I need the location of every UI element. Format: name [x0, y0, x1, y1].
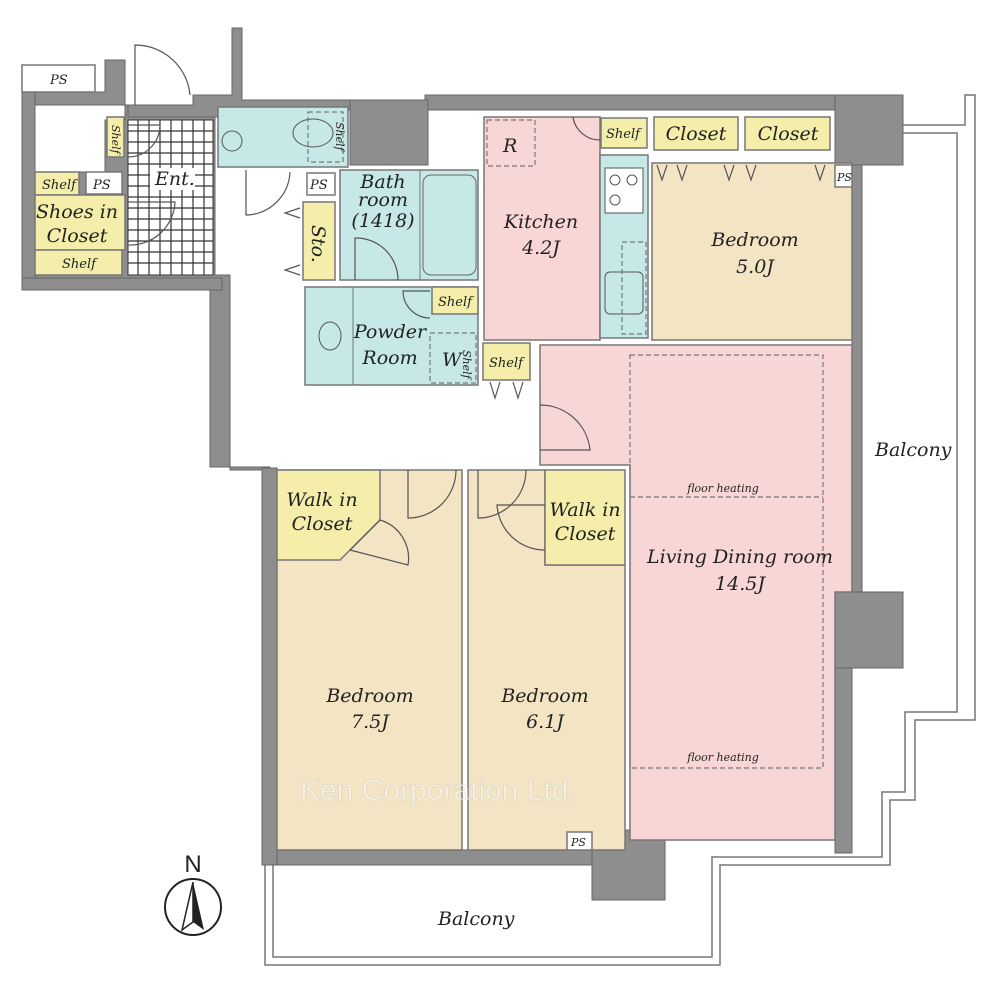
- toilet-sink-icon: [221, 130, 243, 152]
- shelf-hall-doors[interactable]: [489, 381, 524, 401]
- entrance-tiles: [127, 119, 214, 276]
- shelf-washer-label: Shelf: [460, 350, 473, 381]
- shoes-closet-label: Shoes in: [36, 201, 118, 223]
- bathtub-icon: [422, 174, 477, 276]
- shelf-hall: [482, 342, 531, 381]
- floor-heating-label-1: floor heating: [686, 482, 759, 495]
- bedroom-s-door[interactable]: [477, 469, 527, 519]
- shelf-shoes-bottom: [34, 249, 123, 276]
- washer-label: W: [442, 349, 463, 371]
- shelf-hall-label: Shelf: [489, 356, 525, 371]
- floor-heating-area: [629, 354, 824, 769]
- bedroom-ne-area: 5.0J: [736, 256, 775, 278]
- powder-shelf-door[interactable]: [402, 290, 431, 319]
- ps-top-label: PS: [49, 73, 68, 88]
- watermark: Ken Corporation Ltd.: [300, 774, 577, 807]
- bedroom-s-label: Bedroom: [500, 685, 588, 707]
- walkin-left-label: Walk in: [286, 489, 357, 511]
- powder-sink-icon: [318, 321, 342, 351]
- closet-2[interactable]: [744, 116, 831, 151]
- front-door[interactable]: [134, 44, 191, 105]
- toilet-room: [217, 106, 349, 168]
- bedroom-sw-label: Bedroom: [325, 685, 413, 707]
- bath-label-2: room: [358, 189, 408, 211]
- shelf-shoes-top-label: Shelf: [42, 178, 78, 193]
- kitchen: [483, 116, 601, 341]
- closet-2-label: Closet: [758, 123, 819, 145]
- ps-bottom: [566, 831, 593, 851]
- shelf-entry-small: [106, 116, 125, 158]
- closet-1[interactable]: [653, 116, 739, 151]
- powder-label: Powder: [353, 321, 428, 343]
- closet-doors[interactable]: [656, 164, 826, 182]
- shelf-entry-small-label: Shelf: [109, 125, 122, 156]
- shoes-closet-label-2: Closet: [47, 225, 108, 247]
- ps-bath: [306, 172, 336, 196]
- bedroom-sw-area: 7.5J: [351, 711, 390, 733]
- bath-label: Bath: [359, 171, 405, 193]
- powder-label-2: Room: [361, 347, 417, 369]
- shelf-kitchen: [600, 117, 648, 149]
- bath-label-3: (1418): [351, 210, 414, 232]
- bath-door[interactable]: [354, 237, 399, 281]
- walkin-left-door[interactable]: [348, 519, 410, 566]
- shelf-toilet-label: Shelf: [333, 122, 346, 153]
- ps-bath-label: PS: [309, 178, 328, 193]
- shelf-powder: [431, 286, 479, 315]
- ps-entry-label: PS: [92, 178, 111, 193]
- ps-bedroom-label: PS: [836, 171, 852, 184]
- ps-bedroom: [834, 164, 853, 188]
- floor-heating-label-2: floor heating: [686, 751, 759, 764]
- kitchen-shelf-door[interactable]: [572, 116, 601, 141]
- shelf-shoes-bottom-label: Shelf: [62, 257, 98, 272]
- storage-door[interactable]: [283, 207, 301, 276]
- bath-room: [339, 169, 479, 281]
- storage: [302, 201, 336, 281]
- walkin-right-label: Walk in: [549, 499, 620, 521]
- fridge-label: R: [502, 135, 517, 157]
- balcony-outline: [264, 94, 976, 966]
- ps-bottom-label: PS: [570, 836, 586, 849]
- stove-icon: [604, 167, 644, 214]
- kitchen-label: Kitchen: [503, 211, 578, 233]
- living-door[interactable]: [539, 404, 591, 451]
- bedroom-sw-door[interactable]: [407, 469, 457, 519]
- balcony-east-label: Balcony: [874, 439, 952, 461]
- compass-label: N: [184, 851, 201, 878]
- closet-1-label: Closet: [666, 123, 727, 145]
- bedroom-s-area: 6.1J: [526, 711, 565, 733]
- ps-top: [21, 64, 96, 93]
- living-dining-room: [539, 344, 853, 841]
- fridge-space: [486, 119, 536, 167]
- shoes-closet-door[interactable]: [127, 201, 176, 246]
- living-area: 14.5J: [715, 573, 766, 595]
- walkin-right-label-2: Closet: [555, 523, 616, 545]
- kitchen-sink-icon: [604, 271, 644, 315]
- living-label: Living Dining room: [646, 546, 833, 568]
- walkin-closet-right[interactable]: [544, 469, 626, 566]
- walkin-left-label-2: Closet: [292, 513, 353, 535]
- balcony-south-label: Balcony: [437, 908, 515, 930]
- shelf-door[interactable]: [127, 124, 161, 158]
- walkin-right-door[interactable]: [496, 504, 546, 551]
- ps-entry: [85, 171, 123, 195]
- bedroom-ne-label: Bedroom: [710, 229, 798, 251]
- bedroom-ne: [651, 162, 853, 341]
- toilet-icon: [292, 118, 334, 148]
- north-compass-icon: N: [164, 851, 222, 936]
- entrance-label: Ent.: [154, 168, 195, 190]
- kitchen-area: 4.2J: [521, 237, 561, 259]
- storage-label: Sto.: [307, 225, 329, 263]
- shelf-kitchen-label: Shelf: [606, 127, 642, 142]
- toilet-door[interactable]: [245, 170, 291, 216]
- bedroom-sw: [276, 469, 463, 851]
- shoes-closet: [34, 194, 126, 251]
- shelf-powder-label: Shelf: [438, 295, 474, 310]
